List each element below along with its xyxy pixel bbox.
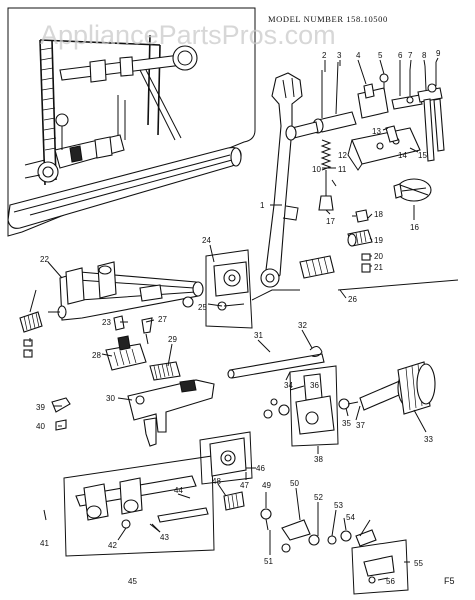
part-rocker-bracket (182, 249, 253, 329)
callout-10: 10 (312, 165, 321, 174)
callout-52: 52 (314, 493, 323, 502)
callout-51: 51 (264, 557, 273, 566)
callout-25: 25 (198, 303, 207, 312)
callout-7: 7 (408, 51, 413, 60)
part-spring-29 (149, 361, 181, 381)
part-upper-right-assembly (357, 62, 445, 162)
callout-29: 29 (168, 335, 177, 344)
callout-32: 32 (298, 321, 307, 330)
callout-54: 54 (346, 513, 355, 522)
part-bracket-plate (347, 125, 421, 171)
part-right-screws (347, 209, 373, 273)
callout-38: 38 (314, 455, 323, 464)
callout-17: 17 (326, 217, 335, 226)
callout-6: 6 (398, 51, 403, 60)
callout-23: 23 (102, 318, 111, 327)
model-number-header: MODEL NUMBER 158.10500 (268, 14, 388, 24)
callout-42: 42 (108, 541, 117, 550)
callout-39: 39 (36, 403, 45, 412)
callout-4: 4 (356, 51, 361, 60)
callout-55: 55 (414, 559, 423, 568)
part-feed-dog (105, 335, 147, 371)
part-screws-mid (113, 315, 153, 345)
callout-11: 11 (338, 165, 347, 174)
part-rock-shaft (48, 261, 204, 321)
callout-9: 9 (436, 49, 441, 58)
callout-8: 8 (422, 51, 427, 60)
part-feed-lever (260, 72, 303, 288)
part-feed-bar (127, 379, 215, 447)
callout-3: 3 (337, 51, 342, 60)
part-presser-assembly (199, 431, 253, 485)
callout-28: 28 (92, 351, 101, 360)
part-lower-shaft-assembly (63, 455, 215, 557)
callout-21: 21 (374, 263, 383, 272)
callout-34: 34 (284, 381, 293, 390)
callout-45: 45 (128, 577, 137, 586)
callout-15: 15 (418, 151, 427, 160)
callout-24: 24 (202, 236, 211, 245)
callout-5: 5 (378, 51, 383, 60)
callout-47: 47 (240, 481, 249, 490)
leader-lines (29, 57, 439, 581)
part-left-small (51, 397, 71, 431)
figure-code: F5 (444, 576, 455, 586)
callout-46: 46 (256, 464, 265, 473)
callout-50: 50 (290, 479, 299, 488)
callout-36: 36 (310, 381, 319, 390)
callout-2: 2 (322, 51, 327, 60)
callout-30: 30 (106, 394, 115, 403)
callout-41: 41 (40, 539, 49, 548)
part-knob (393, 178, 432, 202)
callout-16: 16 (410, 223, 419, 232)
part-left-spring-set (19, 311, 43, 358)
watermark: AppliancePartsPros.com (40, 20, 336, 50)
part-spring (318, 139, 334, 211)
callout-40: 40 (36, 422, 45, 431)
callout-56: 56 (386, 577, 395, 586)
callout-19: 19 (374, 236, 383, 245)
callout-20: 20 (374, 252, 383, 261)
part-spring-48 (223, 491, 245, 511)
callout-1: 1 (260, 201, 265, 210)
callout-44: 44 (174, 486, 183, 495)
callout-48: 48 (212, 477, 221, 486)
callout-33: 33 (424, 435, 433, 444)
callout-35: 35 (342, 419, 351, 428)
part-eccentric-wheel (359, 361, 436, 415)
callout-13: 13 (372, 127, 381, 136)
callout-53: 53 (334, 501, 343, 510)
part-clips (263, 346, 323, 419)
callout-14: 14 (398, 151, 407, 160)
callout-27: 27 (158, 315, 167, 324)
callout-43: 43 (160, 533, 169, 542)
part-long-rod (227, 353, 325, 379)
callout-49: 49 (262, 481, 271, 490)
part-eccentric (251, 255, 459, 301)
callout-31: 31 (254, 331, 263, 340)
callout-18: 18 (374, 210, 383, 219)
callout-12: 12 (338, 151, 347, 160)
part-fork-shaft (285, 61, 357, 141)
callout-26: 26 (348, 295, 357, 304)
callout-22: 22 (40, 255, 49, 264)
callout-labels: 1 2 3 4 5 6 7 8 9 10 11 12 13 14 15 16 1… (36, 49, 441, 586)
callout-37: 37 (356, 421, 365, 430)
part-link-assembly (270, 365, 359, 447)
assembly-inset (7, 7, 256, 237)
